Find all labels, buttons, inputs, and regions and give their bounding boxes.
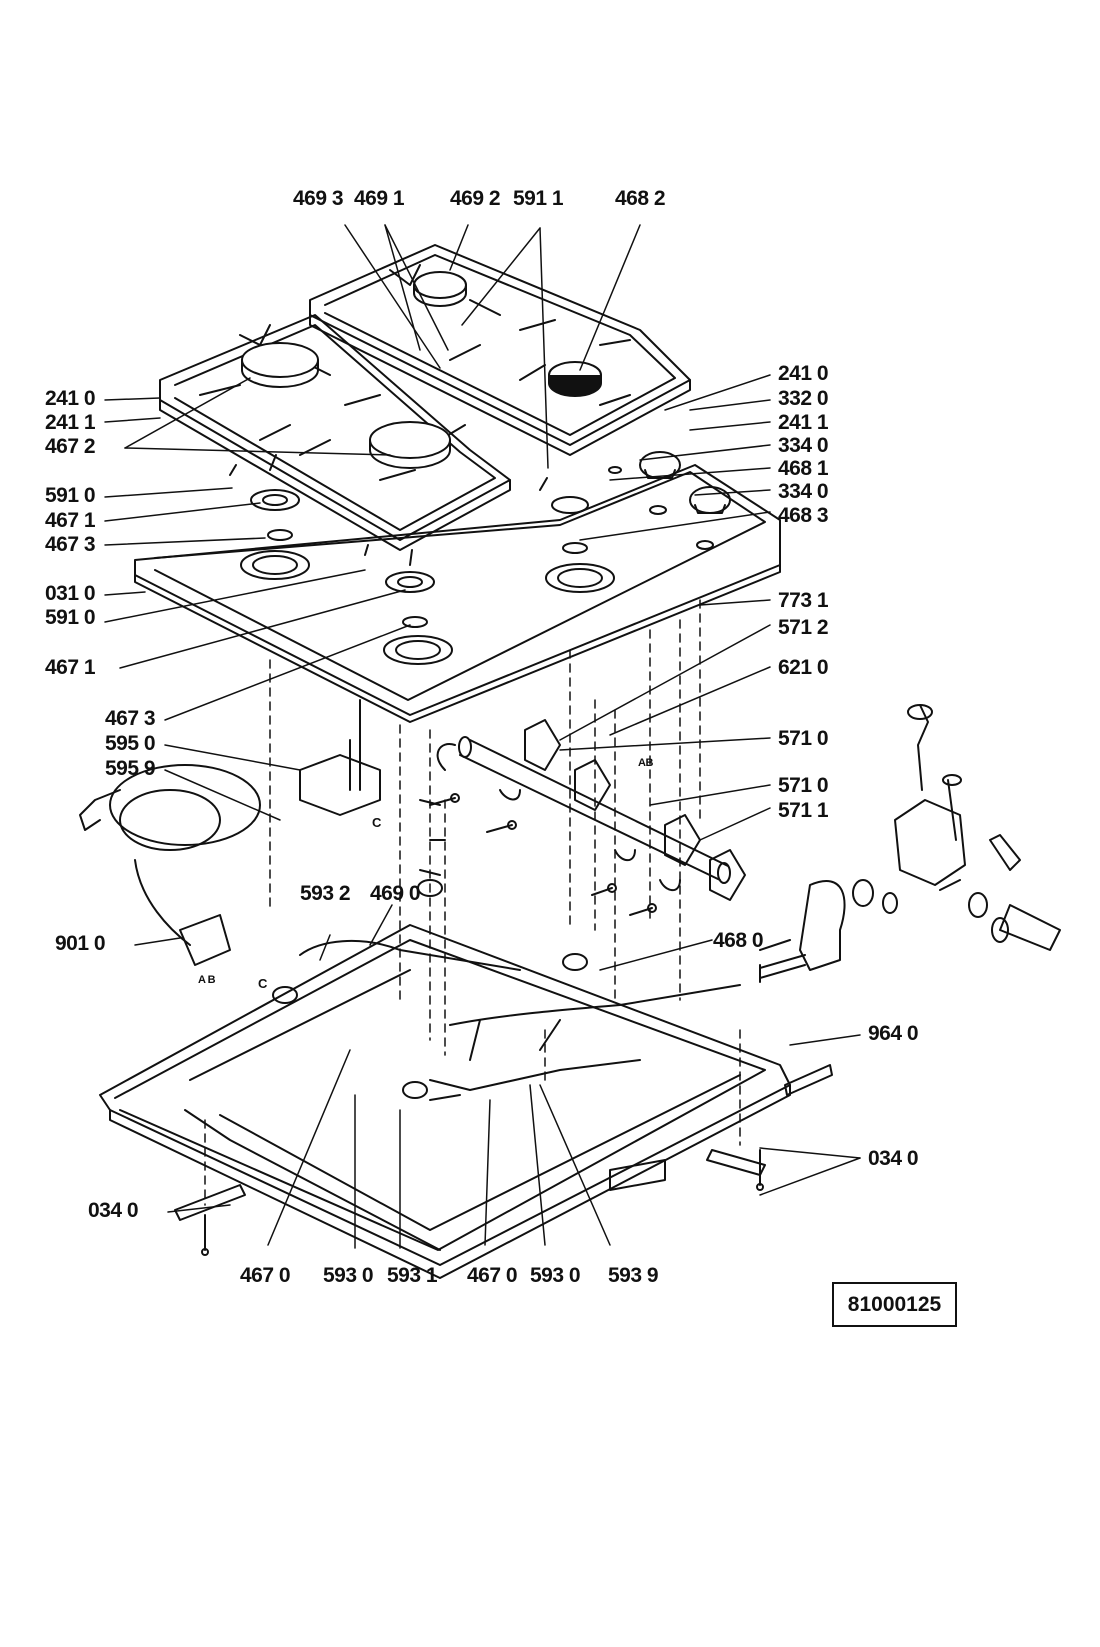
part-label: 467 3 (105, 707, 156, 730)
part-label: 469 1 (354, 187, 405, 210)
gas-pipes (272, 879, 741, 1101)
control-knobs (608, 451, 731, 550)
part-label: 334 0 (778, 480, 829, 503)
part-label: 332 0 (778, 387, 829, 410)
part-label: 241 1 (778, 411, 829, 434)
part-label: 621 0 (778, 656, 829, 679)
part-label: 469 3 (293, 187, 344, 210)
part-label: 467 1 (45, 509, 96, 532)
part-label: 468 0 (713, 929, 764, 952)
part-label: 571 1 (778, 799, 829, 822)
burner-cap-large-left (241, 342, 319, 388)
power-cord (79, 764, 261, 966)
part-label: 964 0 (868, 1022, 919, 1045)
pan-support-left (159, 314, 511, 551)
wire-mark-ab: AB (638, 757, 653, 769)
part-label: 034 0 (88, 1199, 139, 1222)
wire-mark-c: C (258, 976, 267, 991)
diagram-code: 81000125 (847, 1292, 942, 1316)
part-label: 468 2 (615, 187, 666, 210)
part-label: 467 2 (45, 435, 96, 458)
burner-cap-right (548, 361, 602, 397)
valve-exploded-detail (759, 704, 1061, 983)
diagram-code-box: 81000125 (832, 1282, 957, 1327)
part-label: 241 0 (778, 362, 829, 385)
part-label: 469 0 (370, 882, 421, 905)
part-label: 593 0 (323, 1264, 374, 1287)
part-label: 571 2 (778, 616, 829, 639)
part-label: 469 2 (450, 187, 501, 210)
part-label: 595 0 (105, 732, 156, 755)
part-label: 901 0 (55, 932, 106, 955)
part-label: 593 2 (300, 882, 351, 905)
wire-mark-c: C (372, 815, 381, 830)
burner-cap-back (413, 271, 467, 307)
electrical-box (299, 699, 381, 816)
part-label: 467 0 (240, 1264, 291, 1287)
part-label: 034 0 (868, 1147, 919, 1170)
manifold-screws (429, 793, 657, 916)
wire-mark-ab: A B (198, 974, 216, 986)
part-label: 031 0 (45, 582, 96, 605)
part-label: 591 1 (513, 187, 564, 210)
part-label: 591 0 (45, 606, 96, 629)
part-label: 593 1 (387, 1264, 438, 1287)
part-label: 241 0 (45, 387, 96, 410)
part-label: 571 0 (778, 774, 829, 797)
part-label: 241 1 (45, 411, 96, 434)
small-screws (201, 454, 791, 1256)
lower-tray (99, 924, 791, 1279)
part-label: 591 0 (45, 484, 96, 507)
pan-support-right (309, 244, 691, 456)
part-label: 593 0 (530, 1264, 581, 1287)
leader-lines (104, 224, 861, 1249)
part-label: 773 1 (778, 589, 829, 612)
part-label: 467 0 (467, 1264, 518, 1287)
burner-bases (240, 489, 615, 665)
part-label: 571 0 (778, 727, 829, 750)
valve-manifold (436, 719, 746, 901)
hob-top-plate (134, 464, 781, 723)
burner-cap-front (369, 421, 451, 469)
part-label: 334 0 (778, 434, 829, 457)
part-label: 595 9 (105, 757, 156, 780)
assembly-dashed-lines (204, 599, 741, 1206)
part-label: 468 3 (778, 504, 829, 527)
part-label: 593 9 (608, 1264, 659, 1287)
part-label: 467 1 (45, 656, 96, 679)
part-label: 467 3 (45, 533, 96, 556)
part-label: 468 1 (778, 457, 829, 480)
